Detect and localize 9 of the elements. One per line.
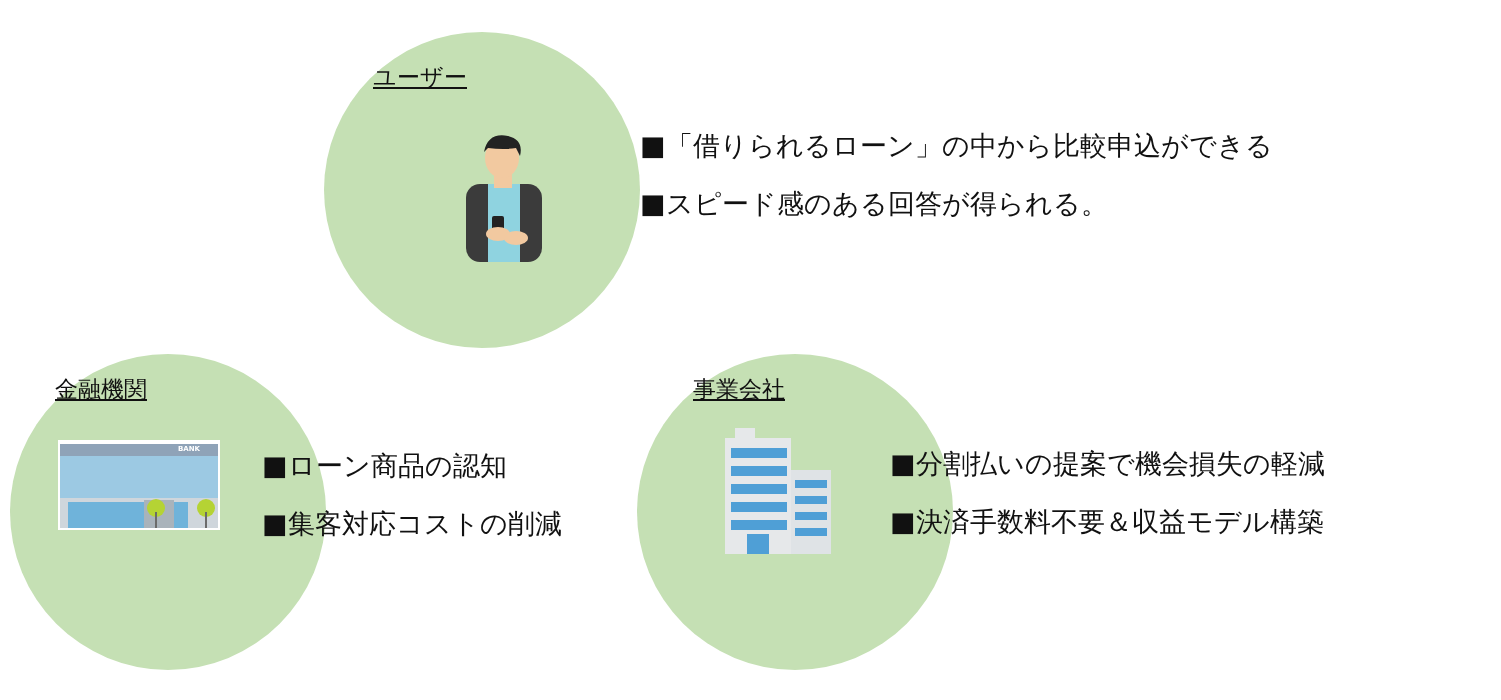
bullet-text: ■スピード感のある回答が得られる。 [640,187,1108,221]
bullet-text: ■決済手数料不要＆収益モデル構築 [890,505,1324,539]
bullet-text: ■分割払いの提案で機会損失の軽減 [890,447,1325,481]
bullet-text: ■「借りられるローン」の中から比較申込ができる [640,129,1273,163]
circle-heading: ユーザー [373,63,467,92]
bullet-text: ■ローン商品の認知 [262,449,507,483]
bullet-text: ■集客対応コストの削減 [262,507,562,541]
circle-heading: 事業会社 [693,375,785,404]
circle-heading: 金融機関 [55,375,147,404]
